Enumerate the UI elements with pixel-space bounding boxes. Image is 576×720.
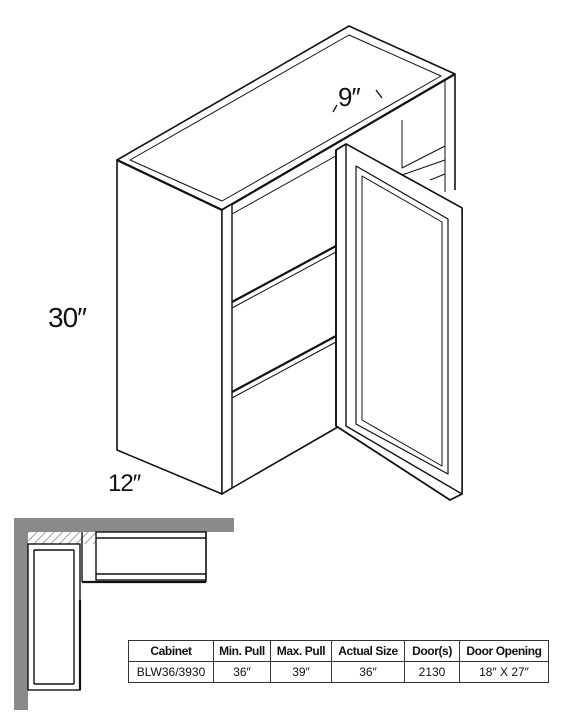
plan-cabinet-side	[27, 543, 81, 691]
cell-min-pull: 36″	[213, 661, 271, 683]
header-cabinet: Cabinet	[128, 640, 214, 662]
cell-actual-size: 36″	[331, 661, 405, 683]
header-actual-size: Actual Size	[331, 640, 405, 662]
header-doors: Door(s)	[404, 640, 460, 662]
cell-door-opening: 18″ X 27″	[459, 661, 549, 683]
plan-cabinet-top	[95, 531, 207, 581]
cell-max-pull: 39″	[270, 661, 332, 683]
dimension-blind-width-label: 9″	[338, 82, 361, 112]
spec-table-header-row: Cabinet Min. Pull Max. Pull Actual Size …	[128, 640, 549, 662]
blind-corner-hatch	[28, 532, 96, 544]
plan-view	[14, 518, 234, 710]
header-max-pull: Max. Pull	[270, 640, 332, 662]
table-row: BLW36/3930 36″ 39″ 36″ 2130 18″ X 27″	[128, 661, 549, 683]
dimension-height-label: 30″	[48, 302, 87, 333]
header-door-opening: Door Opening	[459, 640, 549, 662]
cabinet-isometric	[116, 25, 456, 495]
cabinet-face-frame	[221, 203, 233, 495]
dimension-depth-label: 12″	[108, 470, 141, 497]
dim-top-ticks	[332, 89, 383, 113]
cell-cabinet: BLW36/3930	[128, 661, 214, 683]
cabinet-door	[335, 143, 463, 501]
spec-table: Cabinet Min. Pull Max. Pull Actual Size …	[128, 640, 549, 683]
cabinet-side-panel	[116, 159, 223, 495]
shelf-lower	[231, 335, 337, 393]
cell-doors: 2130	[404, 661, 460, 683]
header-min-pull: Min. Pull	[213, 640, 271, 662]
shelf-upper	[231, 245, 337, 303]
